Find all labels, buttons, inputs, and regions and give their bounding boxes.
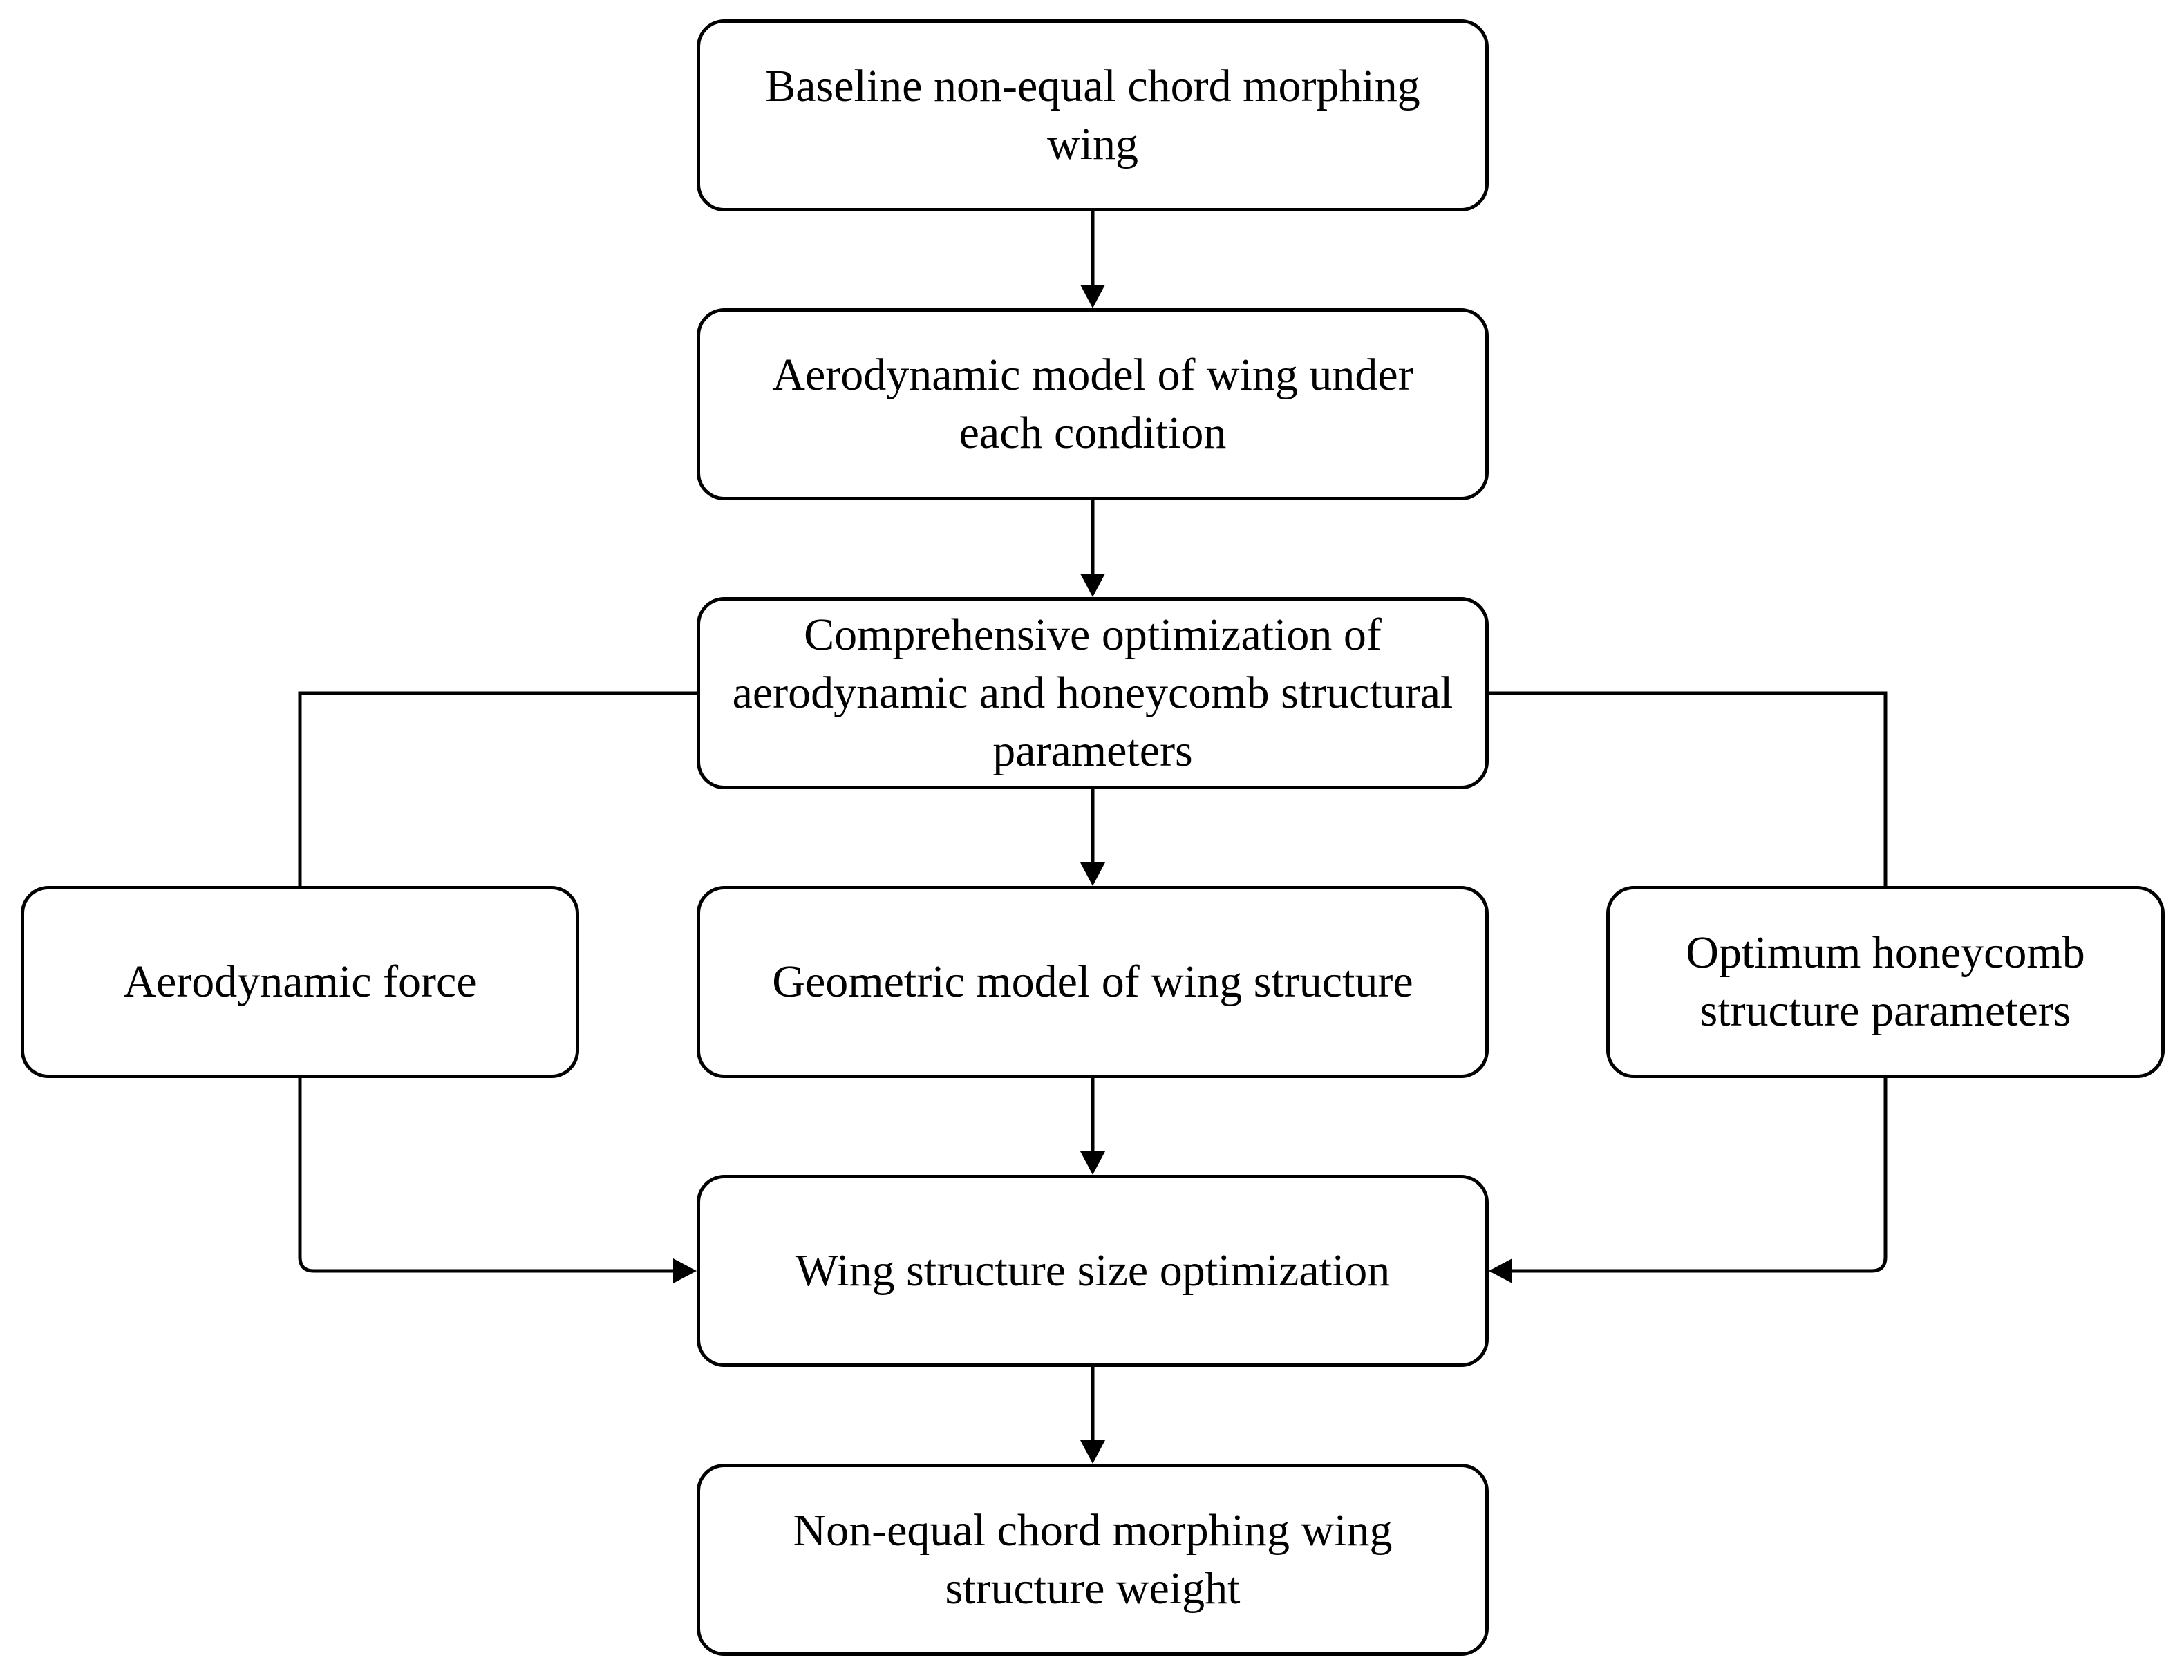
edge-aero-force-to-size-opt [298, 1078, 679, 1273]
node-label: Aerodynamic model of wing under each con… [772, 350, 1413, 458]
arrowhead-aero-model [1080, 285, 1105, 308]
node-label: Optimum honeycomb structure parameters [1686, 927, 2085, 1036]
arrowhead-comp-opt [1080, 574, 1105, 597]
arrowhead-size-opt-right [1489, 1258, 1512, 1283]
node-size-optimization: Wing structure size optimization [697, 1175, 1489, 1367]
node-label: Non-equal chord morphing wing structure … [793, 1505, 1393, 1614]
arrowhead-size-opt-left [673, 1258, 697, 1283]
edge-comp-opt-to-aero-force [298, 691, 697, 886]
node-structure-weight: Non-equal chord morphing wing structure … [697, 1464, 1489, 1656]
node-label: Geometric model of wing structure [772, 956, 1413, 1007]
node-label: Baseline non-equal chord morphing wing [765, 61, 1420, 169]
node-aerodynamic-force: Aerodynamic force [21, 886, 579, 1078]
node-optimum-honeycomb-parameters: Optimum honeycomb structure parameters [1606, 886, 2165, 1078]
node-aerodynamic-model: Aerodynamic model of wing under each con… [697, 308, 1489, 500]
arrowhead-weight [1080, 1440, 1105, 1464]
edge-comp-opt-to-opt-honey [1489, 691, 1888, 886]
arrowhead-geom-model [1080, 862, 1105, 886]
arrowhead-size-opt-top [1080, 1151, 1105, 1175]
node-comprehensive-optimization: Comprehensive optimization of aerodynami… [697, 597, 1489, 789]
node-label: Wing structure size optimization [795, 1245, 1391, 1296]
node-label: Aerodynamic force [123, 956, 477, 1007]
node-baseline-wing: Baseline non-equal chord morphing wing [697, 19, 1489, 211]
node-label: Comprehensive optimization of aerodynami… [732, 610, 1453, 776]
edge-opt-honey-to-size-opt [1507, 1078, 1888, 1273]
node-geometric-model: Geometric model of wing structure [697, 886, 1489, 1078]
